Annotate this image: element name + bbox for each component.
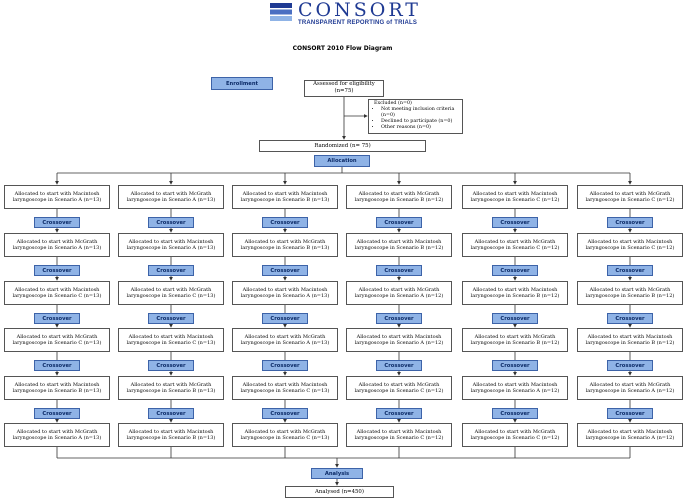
excluded-item: Other reasons (n=0) bbox=[381, 125, 459, 131]
allocation-box: Allocated to start with Macintosh laryng… bbox=[232, 281, 338, 305]
stage-crossover: Crossover bbox=[148, 313, 194, 324]
stage-crossover: Crossover bbox=[262, 265, 308, 276]
stage-crossover: Crossover bbox=[262, 408, 308, 419]
stage-crossover: Crossover bbox=[376, 360, 422, 371]
allocation-box: Allocated to start with Macintosh laryng… bbox=[346, 423, 452, 447]
allocation-box: Allocated to start with Macintosh laryng… bbox=[4, 376, 110, 400]
stage-allocation: Allocation bbox=[314, 155, 370, 167]
allocation-box: Allocated to start with McGrath laryngos… bbox=[577, 281, 683, 305]
diagram-title: CONSORT 2010 Flow Diagram bbox=[292, 45, 393, 52]
allocation-box: Allocated to start with McGrath laryngos… bbox=[462, 233, 568, 257]
allocation-box: Allocated to start with Macintosh laryng… bbox=[232, 376, 338, 400]
stage-crossover: Crossover bbox=[492, 408, 538, 419]
allocation-box: Allocated to start with Macintosh laryng… bbox=[118, 233, 224, 257]
stage-crossover: Crossover bbox=[492, 360, 538, 371]
stage-crossover: Crossover bbox=[34, 217, 80, 228]
stage-crossover: Crossover bbox=[376, 313, 422, 324]
allocation-box: Allocated to start with McGrath laryngos… bbox=[118, 185, 224, 209]
stage-crossover: Crossover bbox=[376, 408, 422, 419]
allocation-box: Allocated to start with McGrath laryngos… bbox=[232, 423, 338, 447]
assessed-line1: Assessed for eligibility bbox=[313, 81, 375, 87]
analysed-box: Analysed (n=450) bbox=[285, 486, 394, 498]
allocation-box: Allocated to start with Macintosh laryng… bbox=[577, 423, 683, 447]
allocation-box: Allocated to start with McGrath laryngos… bbox=[346, 281, 452, 305]
allocation-box: Allocated to start with Macintosh laryng… bbox=[4, 281, 110, 305]
stage-crossover: Crossover bbox=[492, 265, 538, 276]
stage-crossover: Crossover bbox=[34, 313, 80, 324]
allocation-box: Allocated to start with McGrath laryngos… bbox=[346, 185, 452, 209]
excluded-list: Not meeting inclusion criteria (n=0) Dec… bbox=[372, 107, 459, 131]
allocation-box: Allocated to start with McGrath laryngos… bbox=[577, 185, 683, 209]
assessed-line2: (n=75) bbox=[334, 88, 354, 94]
randomized-box: Randomized (n= 75) bbox=[259, 140, 426, 152]
assessed-box: Assessed for eligibility (n=75) bbox=[304, 80, 384, 97]
allocation-box: Allocated to start with Macintosh laryng… bbox=[346, 233, 452, 257]
allocation-box: Allocated to start with McGrath laryngos… bbox=[462, 423, 568, 447]
allocation-box: Allocated to start with Macintosh laryng… bbox=[232, 185, 338, 209]
stage-crossover: Crossover bbox=[148, 360, 194, 371]
allocation-box: Allocated to start with McGrath laryngos… bbox=[4, 423, 110, 447]
allocation-box: Allocated to start with Macintosh laryng… bbox=[118, 423, 224, 447]
stage-crossover: Crossover bbox=[492, 217, 538, 228]
stage-enrollment: Enrollment bbox=[211, 77, 273, 90]
allocation-box: Allocated to start with Macintosh laryng… bbox=[577, 328, 683, 352]
allocation-box: Allocated to start with Macintosh laryng… bbox=[118, 328, 224, 352]
allocation-box: Allocated to start with McGrath laryngos… bbox=[118, 376, 224, 400]
allocation-box: Allocated to start with McGrath laryngos… bbox=[118, 281, 224, 305]
stage-crossover: Crossover bbox=[34, 360, 80, 371]
excluded-item: Not meeting inclusion criteria (n=0) bbox=[381, 107, 459, 119]
stage-crossover: Crossover bbox=[607, 265, 653, 276]
allocation-box: Allocated to start with McGrath laryngos… bbox=[346, 376, 452, 400]
logo-subtitle: TRANSPARENT REPORTING of TRIALS bbox=[298, 20, 418, 26]
allocation-box: Allocated to start with McGrath laryngos… bbox=[232, 233, 338, 257]
stage-crossover: Crossover bbox=[607, 217, 653, 228]
stage-crossover: Crossover bbox=[607, 408, 653, 419]
logo-title: CONSORT bbox=[298, 0, 421, 21]
allocation-box: Allocated to start with McGrath laryngos… bbox=[4, 233, 110, 257]
stage-crossover: Crossover bbox=[262, 313, 308, 324]
stage-crossover: Crossover bbox=[262, 217, 308, 228]
stage-crossover: Crossover bbox=[34, 265, 80, 276]
excluded-item: Declined to participate (n=0) bbox=[381, 119, 459, 125]
allocation-box: Allocated to start with Macintosh laryng… bbox=[462, 376, 568, 400]
allocation-box: Allocated to start with Macintosh laryng… bbox=[4, 185, 110, 209]
stage-crossover: Crossover bbox=[34, 408, 80, 419]
allocation-box: Allocated to start with McGrath laryngos… bbox=[232, 328, 338, 352]
allocation-box: Allocated to start with Macintosh laryng… bbox=[577, 233, 683, 257]
stage-crossover: Crossover bbox=[376, 265, 422, 276]
allocation-box: Allocated to start with McGrath laryngos… bbox=[4, 328, 110, 352]
stage-crossover: Crossover bbox=[492, 313, 538, 324]
stage-crossover: Crossover bbox=[148, 265, 194, 276]
stage-crossover: Crossover bbox=[376, 217, 422, 228]
stage-crossover: Crossover bbox=[607, 360, 653, 371]
stage-analysis: Analysis bbox=[311, 468, 363, 479]
excluded-box: Excluded (n=0) Not meeting inclusion cri… bbox=[368, 99, 463, 134]
stage-crossover: Crossover bbox=[607, 313, 653, 324]
consort-logo-icon bbox=[270, 3, 292, 21]
stage-crossover: Crossover bbox=[148, 217, 194, 228]
stage-crossover: Crossover bbox=[262, 360, 308, 371]
allocation-box: Allocated to start with Macintosh laryng… bbox=[346, 328, 452, 352]
excluded-title: Excluded (n=0) bbox=[374, 101, 412, 106]
allocation-box: Allocated to start with McGrath laryngos… bbox=[577, 376, 683, 400]
stage-crossover: Crossover bbox=[148, 408, 194, 419]
allocation-box: Allocated to start with Macintosh laryng… bbox=[462, 185, 568, 209]
allocation-box: Allocated to start with McGrath laryngos… bbox=[462, 328, 568, 352]
allocation-box: Allocated to start with Macintosh laryng… bbox=[462, 281, 568, 305]
